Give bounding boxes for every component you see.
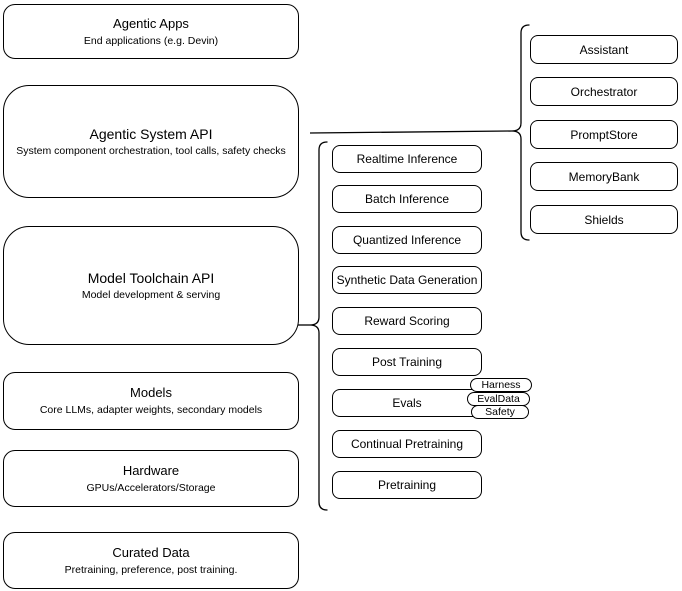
node-promptstore: PromptStore — [530, 120, 678, 149]
node-realtime-inference: Realtime Inference — [332, 145, 482, 173]
node-subtitle: GPUs/Accelerators/Storage — [86, 481, 216, 494]
node-subtitle: System component orchestration, tool cal… — [16, 144, 286, 157]
node-title: Models — [130, 385, 172, 400]
node-evals: Evals — [332, 389, 482, 417]
node-subtitle: Core LLMs, adapter weights, secondary mo… — [39, 404, 263, 416]
node-post-training: Post Training — [332, 348, 482, 376]
node-orchestrator: Orchestrator — [530, 77, 678, 106]
node-pretraining: Pretraining — [332, 471, 482, 499]
node-title: Curated Data — [112, 544, 190, 560]
tag-safety: Safety — [471, 405, 529, 419]
node-title: Agentic System API — [89, 125, 213, 142]
tag-harness: Harness — [470, 378, 532, 392]
node-agentic-system-api: Agentic System API System component orch… — [3, 85, 299, 198]
node-synthetic-data-generation: Synthetic Data Generation — [332, 266, 482, 294]
node-subtitle: Pretraining, preference, post training. — [64, 563, 238, 576]
node-shields: Shields — [530, 205, 678, 234]
node-model-toolchain-api: Model Toolchain API Model development & … — [3, 226, 299, 345]
node-batch-inference: Batch Inference — [332, 185, 482, 213]
toolchain-brace — [309, 141, 328, 511]
node-hardware: Hardware GPUs/Accelerators/Storage — [3, 450, 299, 507]
connector-system-to-components — [309, 130, 513, 134]
node-memorybank: MemoryBank — [530, 162, 678, 191]
node-title: Hardware — [122, 462, 180, 478]
node-models: Models Core LLMs, adapter weights, secon… — [3, 372, 299, 430]
node-assistant: Assistant — [530, 35, 678, 64]
system-components-brace — [511, 24, 530, 241]
node-title: Model Toolchain API — [87, 269, 215, 286]
node-reward-scoring: Reward Scoring — [332, 307, 482, 335]
node-subtitle: End applications (e.g. Devin) — [83, 34, 219, 47]
node-title: Agentic Apps — [113, 15, 189, 31]
node-agentic-apps: Agentic Apps End applications (e.g. Devi… — [3, 4, 299, 59]
node-curated-data: Curated Data Pretraining, preference, po… — [3, 532, 299, 589]
node-continual-pretraining: Continual Pretraining — [332, 430, 482, 458]
tag-evaldata: EvalData — [467, 392, 530, 406]
node-quantized-inference: Quantized Inference — [332, 226, 482, 254]
node-subtitle: Model development & serving — [81, 288, 221, 301]
